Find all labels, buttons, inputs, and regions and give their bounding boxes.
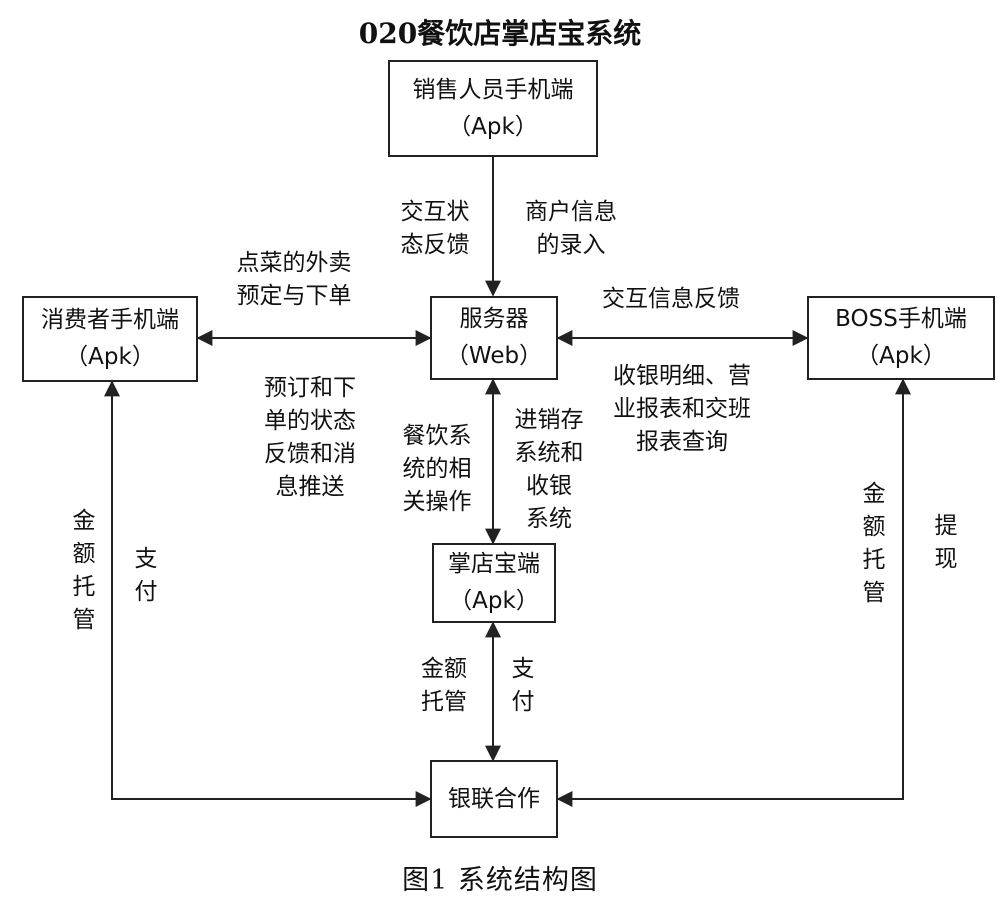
node-boss-name: BOSS手机端 <box>835 306 967 333</box>
node-consumer-name: 消费者手机端 <box>41 307 179 334</box>
label-order-takeout: 点菜的外卖 预定与下单 <box>236 250 352 309</box>
node-boss-sub: （Apk） <box>856 343 946 369</box>
node-server-name: 服务器 <box>459 306 529 333</box>
label-interaction-feedback: 交互信息反馈 <box>602 286 740 312</box>
label-consumer-escrow: 金 额 托 管 <box>72 508 96 633</box>
label-sales-interaction: 交互状 态反馈 <box>400 199 470 258</box>
diagram-title: 020餐饮店掌店宝系统 <box>358 17 642 50</box>
node-boss-mobile: BOSS手机端 （Apk） <box>807 296 995 380</box>
node-server: 服务器 （Web） <box>430 296 558 380</box>
node-sales-sub: （Apk） <box>448 113 538 140</box>
node-zhangdianbao: 掌店宝端 （Apk） <box>432 543 556 623</box>
node-server-sub: （Web） <box>445 343 543 369</box>
label-status-push: 预订和下 单的状态 反馈和消 息推送 <box>264 375 356 500</box>
node-consumer-sub: （Apk） <box>65 344 155 370</box>
node-zhangdianbao-sub: （Apk） <box>449 588 539 614</box>
label-consumer-pay: 支 付 <box>134 546 158 605</box>
figure-caption: 图1 系统结构图 <box>402 865 598 896</box>
node-unionpay-name: 银联合作 <box>448 785 540 812</box>
node-sales-mobile: 销售人员手机端 （Apk） <box>388 60 598 157</box>
label-catering-ops: 餐饮系 统的相 关操作 <box>402 423 472 515</box>
label-inventory-cashier: 进销存 系统和 收银 系统 <box>514 407 584 532</box>
label-merchant-entry: 商户信息 的录入 <box>525 199 617 258</box>
node-zhangdianbao-name: 掌店宝端 <box>448 551 540 578</box>
label-boss-escrow: 金 额 托 管 <box>862 481 886 606</box>
label-zdb-pay: 支 付 <box>511 656 535 715</box>
node-sales-name: 销售人员手机端 <box>412 76 574 103</box>
label-zdb-escrow: 金额 托管 <box>421 656 467 715</box>
edge-consumer-unionpay <box>104 380 432 807</box>
label-report-query: 收银明细、营 业报表和交班 报表查询 <box>613 363 751 455</box>
node-unionpay: 银联合作 <box>430 760 558 838</box>
label-boss-withdraw: 提 现 <box>934 513 958 572</box>
node-consumer-mobile: 消费者手机端 （Apk） <box>22 296 198 382</box>
edge-boss-unionpay <box>556 378 911 807</box>
